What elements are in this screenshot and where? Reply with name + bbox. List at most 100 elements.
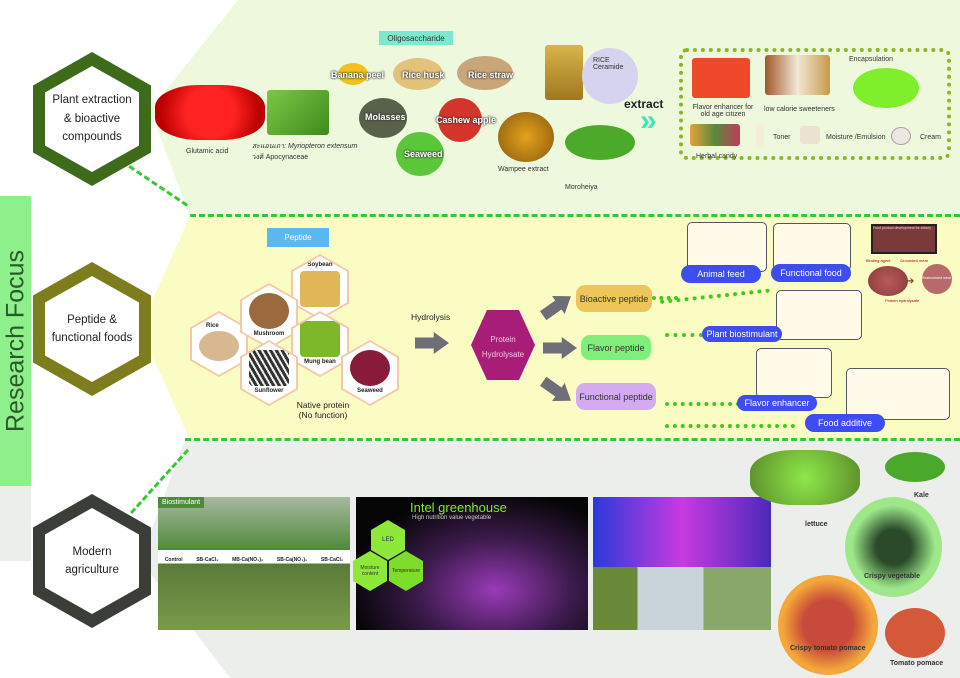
tomato-pomace-label: Tomato pomace (890, 660, 944, 667)
rice-image (199, 331, 239, 361)
arrow-right-icon (543, 337, 577, 359)
hex-peptide: Peptide & functional foods (33, 262, 151, 396)
hex-modern-agriculture: Modern agriculture (33, 494, 151, 628)
greenhouse-subtitle: High nutrition value vegetable (412, 515, 492, 521)
hydrolysis-label: Hydrolysis (411, 312, 451, 322)
seaweed-label: Seaweed (357, 388, 383, 394)
rice-husk-image (393, 58, 443, 90)
biostimulant-photo (158, 497, 350, 630)
dotted-connector (652, 296, 678, 300)
herbal-candy-label: Herbal candy (696, 153, 738, 160)
sunflower-image (249, 350, 289, 386)
food-additive-pill: Food additive (805, 414, 885, 432)
products-frame (679, 48, 951, 160)
toner-label: Toner (773, 134, 791, 141)
animal-feed-image (687, 222, 767, 272)
greenhouse-title: Intel greenhouse (410, 500, 507, 515)
led-greenhouse-photo (593, 497, 771, 567)
kale-image (885, 452, 945, 482)
banana-image (338, 63, 368, 85)
hex-label: Modern agriculture (45, 508, 139, 614)
extract-label: extract (624, 97, 664, 111)
glutamic-acid-label: Glutamic acid (186, 148, 229, 155)
herbal-candy-image (690, 124, 740, 146)
hex-label: Peptide & functional foods (45, 276, 139, 382)
family-label: วงศ์ Apocynaceae (252, 154, 309, 161)
crispy-tomato-pomace-image (778, 575, 878, 675)
meat-panel-image (871, 224, 937, 254)
cashew-image (438, 98, 482, 142)
wampee-label: Wampee extract (498, 166, 549, 173)
flavor-enhancer-image (756, 348, 832, 398)
low-calorie-sweeteners-label: low calorie sweeteners (764, 106, 835, 113)
sunflower-label: Sunflower (254, 388, 284, 394)
dotted-connector (665, 402, 740, 406)
dashed-separator (185, 438, 960, 441)
meat-mixture-image (868, 266, 908, 296)
mung-bean-image (300, 321, 340, 357)
food-additive-image (846, 368, 950, 420)
soybean-image (300, 271, 340, 307)
oligosaccharide-tag: Oligosaccharide (379, 31, 453, 45)
encapsulation-label: Encapsulation (849, 56, 893, 63)
rice-straw-image (457, 56, 513, 90)
kale-label: Kale (914, 492, 929, 499)
crispy-vegetable-label: Crispy vegetable (864, 573, 921, 580)
led-hex: LED (371, 520, 405, 560)
temperature-hex: Temperature (389, 551, 423, 591)
encapsulation-image (853, 68, 919, 108)
research-focus-bar: Research Focus (0, 196, 31, 486)
plant-biostimulant-pill: Plant biostimulant (702, 326, 782, 342)
binding-agent-label: Binding agent (866, 258, 891, 263)
research-focus-label: Research Focus (1, 249, 29, 433)
ceramide-circle (582, 48, 638, 104)
seaweed-image (396, 132, 444, 176)
hex-mushroom: Mushroom (240, 283, 298, 349)
mushroom-image (249, 293, 289, 329)
protein-hydrolysate-label: Protein hydrolysate (885, 298, 920, 303)
crispy-vegetable-image (845, 497, 942, 597)
cream-jar-image (891, 127, 911, 145)
dashed-separator (190, 214, 960, 217)
moisture-jar-image (800, 126, 820, 144)
toner-bottle-image (756, 124, 764, 148)
seaweed-image (350, 350, 390, 386)
lettuce-image (750, 450, 860, 505)
restructured-meat-label: Restructured meat (922, 276, 951, 280)
banana-peel-label: Banana peel (331, 70, 385, 80)
dotted-connector (665, 424, 795, 428)
rice-ceramide-label: RICE Ceramide (593, 57, 624, 71)
lettuce-label: lettuce (805, 521, 828, 528)
wampee-image (498, 112, 554, 162)
cream-label: Cream (920, 134, 942, 141)
crispy-tomato-pomace-label: Crispy tomato pomace (790, 645, 866, 652)
cashew-apple-label: Cashew apple (436, 115, 497, 125)
molasses-image (359, 98, 407, 138)
bioactive-peptide-pill: Bioactive peptide (576, 285, 652, 312)
double-chevron-icon: » (640, 104, 656, 137)
rice-plant-image (545, 45, 583, 100)
biostimulant-label: Biostimulant (158, 497, 205, 508)
flavor-enhancer-label: Flavor enhancer for old age citizen (692, 104, 754, 118)
arrow-right-icon: ➔ (906, 276, 915, 287)
functional-food-pill: Functional food (771, 264, 851, 282)
molasses-label: Molasses (365, 112, 406, 122)
moroheiya-label: Moroheiya (565, 184, 598, 191)
hex-label: Plant extraction & bioactive compounds (45, 66, 139, 172)
functional-peptide-pill: Functional peptide (576, 383, 656, 410)
restructured-meat-image (922, 264, 952, 294)
side-bar-grey (0, 486, 31, 561)
rice-label: Rice (206, 323, 219, 329)
moroheiya-image (565, 125, 635, 160)
flavor-peptide-pill: Flavor peptide (581, 335, 651, 360)
tomato-image (155, 85, 265, 140)
seaweed-label: Seaweed (404, 149, 443, 159)
native-protein-label: Native protein(No function) (296, 400, 350, 420)
plant-biostimulant-image (776, 290, 862, 340)
hydrolysis-arrow-icon (415, 332, 449, 354)
hex-plant-extraction: Plant extraction & bioactive compounds (33, 52, 151, 186)
mushroom-label: Mushroom (253, 331, 285, 337)
tomato-pomace-image (885, 608, 945, 658)
grounded-meat-label: Grounded meat (900, 258, 928, 263)
